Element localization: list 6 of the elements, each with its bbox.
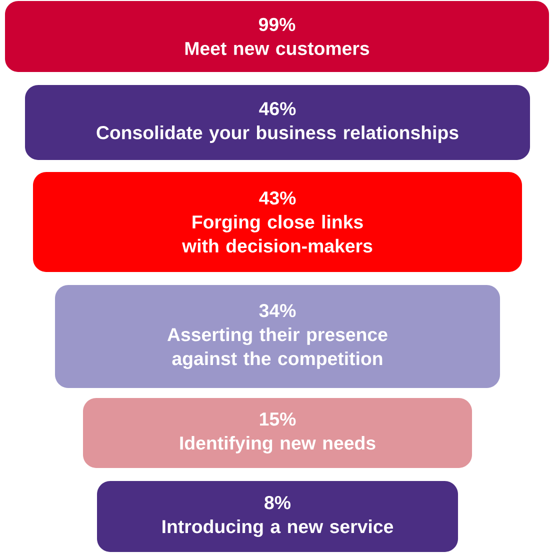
funnel-bar: 34% Asserting their presence against the competition	[55, 285, 500, 388]
funnel-bar: 15% Identifying new needs	[83, 398, 472, 468]
funnel-bar: 43% Forging close links with decision-makers	[33, 172, 522, 272]
funnel-bar: 99% Meet new customers	[5, 1, 550, 72]
funnel-bar: 8% Introducing a new service	[97, 481, 458, 552]
funnel-bar: 46% Consolidate your business relationships	[25, 85, 530, 160]
